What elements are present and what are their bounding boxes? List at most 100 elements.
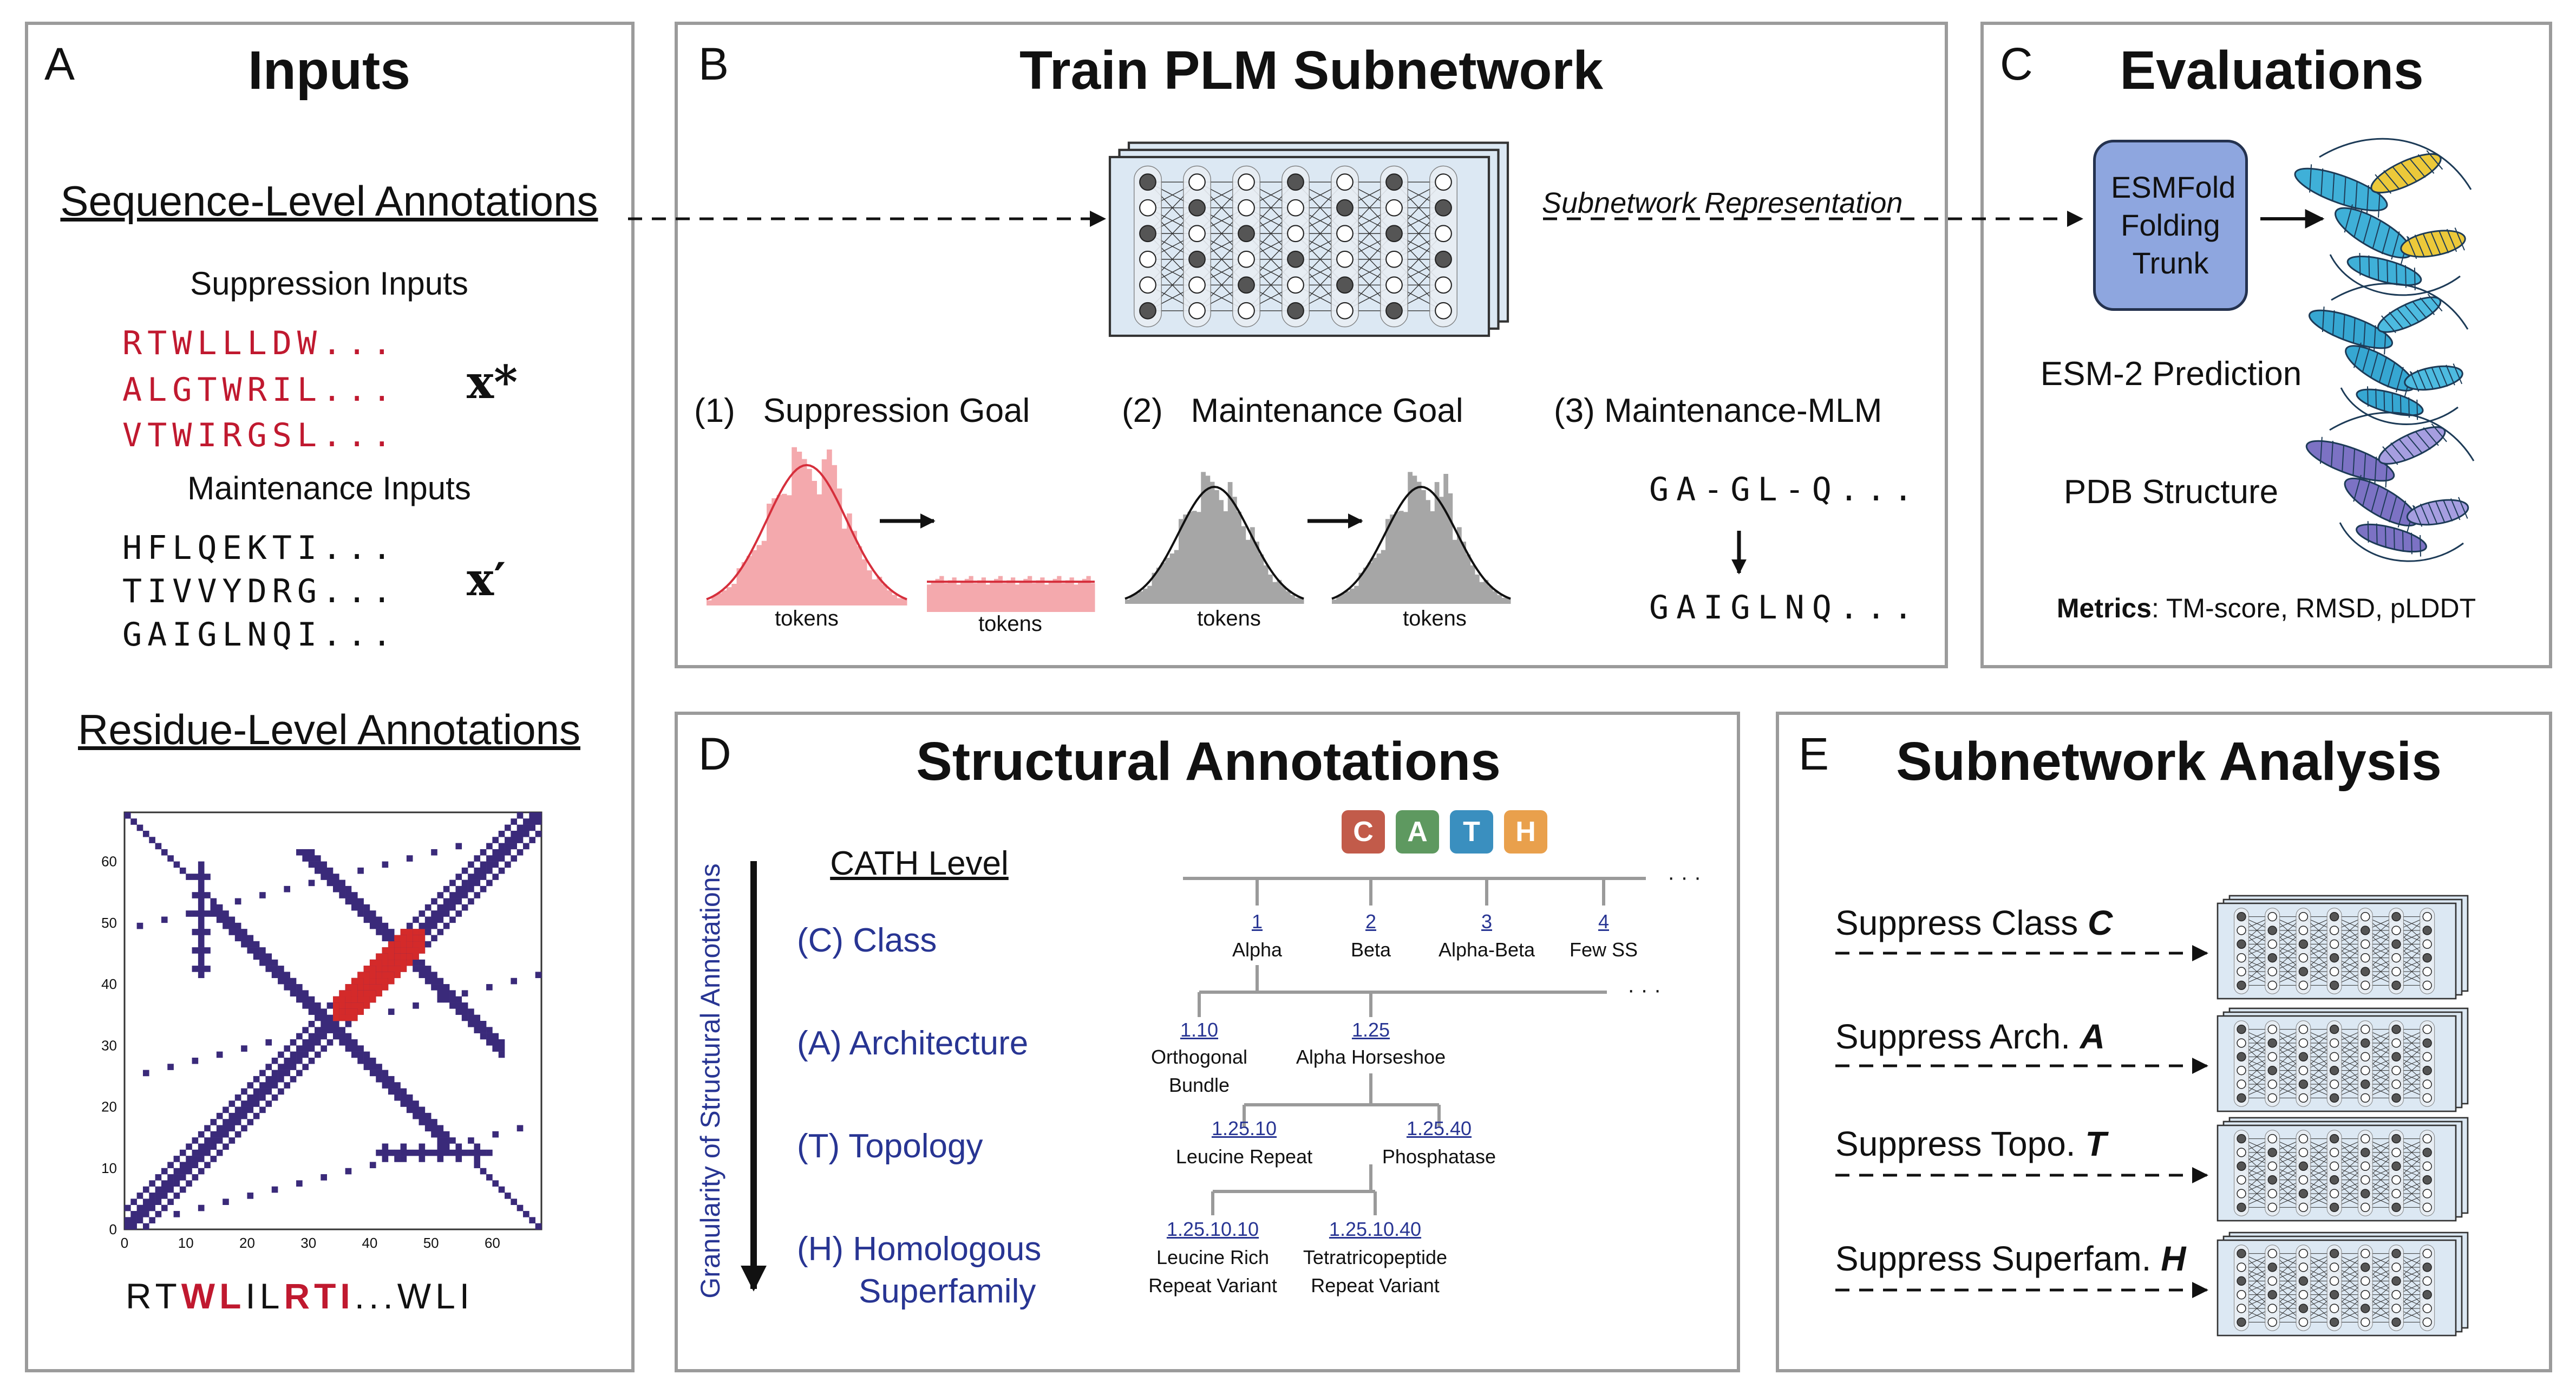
suppress-topo-label: Suppress Topo. T	[1835, 1126, 2106, 1161]
suppress-topo-level: T	[2085, 1124, 2107, 1163]
maintenance-after	[1331, 472, 1511, 604]
maintenance-symbol: x′	[467, 552, 506, 606]
esm2-prediction-label: ESM-2 Prediction	[2040, 355, 2302, 393]
pdb-structure	[2305, 412, 2475, 562]
tokens-label-4: tokens	[1403, 607, 1467, 630]
panel-e-title: Subnetwork Analysis	[1896, 731, 2442, 792]
panel-b-title: Train PLM Subnetwork	[1019, 40, 1603, 101]
maintenance-seq-2: TIVVYDRG...	[122, 572, 397, 610]
contact-map-x-tick: 10	[178, 1235, 194, 1251]
contact-map-y-tick: 0	[109, 1221, 117, 1237]
suppression-inputs-label: Suppression Inputs	[190, 265, 468, 302]
panel-a-letter: A	[44, 38, 75, 89]
mlm-masked-sequence: GA-GL-Q...	[1649, 471, 1921, 509]
residue-sequence: RTWLILRTI...WLI	[126, 1278, 474, 1314]
arch-1-name-2: Bundle	[1168, 1074, 1230, 1096]
contact-map-y-tick: 20	[101, 1099, 117, 1115]
panel-d-title: Structural Annotations	[916, 731, 1501, 792]
residue-part-3: IL	[245, 1276, 284, 1316]
panel-c-title: Evaluations	[2120, 40, 2424, 101]
contact-map-x-tick: 30	[300, 1235, 316, 1251]
panel-c	[1980, 22, 2552, 668]
contact-map: 00 10 10 20 20 30 30 40 40 50 50 60 60	[101, 811, 542, 1251]
panel-a-title: Inputs	[248, 40, 410, 101]
maintenance-seq-1: HFLQEKTI...	[122, 529, 397, 567]
suppress-arch-level: A	[2080, 1017, 2105, 1056]
sf-1-name: Leucine Rich	[1156, 1246, 1270, 1268]
contact-map-y-tick: 60	[101, 854, 117, 870]
sf-2-code: 1.25.10.40	[1329, 1218, 1422, 1240]
suppression-seq-1: RTWLLLDW...	[122, 324, 397, 362]
subnetwork-icon-2	[2217, 1007, 2469, 1112]
cath-letter-c: C	[1342, 810, 1385, 854]
contact-map-y-tick: 40	[101, 976, 117, 992]
maintenance-before	[1124, 472, 1304, 604]
suppress-arch-text: Suppress Arch.	[1835, 1017, 2080, 1056]
metrics-line: Metrics: TM-score, RMSD, pLDDT	[2057, 595, 2476, 622]
contact-map-y-tick: 50	[101, 915, 117, 931]
mlm-filled-sequence: GAIGLNQ...	[1649, 589, 1921, 627]
subnetwork-rows	[1835, 895, 2469, 1337]
suppress-class-text: Suppress Class	[1835, 903, 2088, 942]
contact-map-x-tick: 60	[485, 1235, 500, 1251]
cath-letter-a: A	[1396, 810, 1439, 854]
panel-d	[675, 712, 1740, 1372]
goal-suppression: (1) Suppression Goal	[694, 392, 1030, 429]
residue-part-2: WL	[181, 1276, 246, 1316]
suppression-seq-3: VTWIRGSL...	[122, 416, 397, 454]
maintenance-seq-3: GAIGLNQI...	[122, 616, 397, 654]
class-2-code: 2	[1365, 910, 1377, 933]
contact-map-y-tick: 10	[101, 1160, 117, 1176]
cath-level-heading: CATH Level	[830, 845, 1009, 882]
residue-part-4: RTI	[284, 1276, 355, 1316]
panel-e-letter: E	[1799, 728, 1829, 779]
suppress-superfam-level: H	[2161, 1239, 2186, 1278]
distribution-plots	[706, 447, 1511, 612]
arch-1-code: 1.10	[1180, 1019, 1219, 1041]
neural-network-icon	[1108, 141, 1509, 337]
panel-b-letter: B	[698, 38, 729, 89]
sf-1-name-2: Repeat Variant	[1148, 1274, 1277, 1297]
class-1-name: Alpha	[1232, 939, 1283, 961]
suppression-before	[706, 447, 907, 605]
metrics-list: : TM-score, RMSD, pLDDT	[2151, 593, 2476, 623]
residue-level-heading: Residue-Level Annotations	[78, 706, 580, 753]
subnetwork-icon-1	[2217, 895, 2469, 1000]
suppression-symbol: x*	[467, 355, 518, 409]
contact-map-x-tick: 0	[121, 1235, 128, 1251]
granularity-axis-label: Granularity of Structural Annotations	[695, 863, 725, 1299]
contact-map-x-tick: 20	[239, 1235, 255, 1251]
class-4-code: 4	[1598, 910, 1610, 933]
panel-d-letter: D	[698, 728, 731, 779]
esm2-structure	[2308, 283, 2469, 425]
contact-map-x-tick: 50	[423, 1235, 439, 1251]
sf-2-name: Tetratricopeptide	[1303, 1246, 1448, 1268]
suppress-class-level: C	[2087, 903, 2113, 942]
class-2-name: Beta	[1350, 939, 1391, 961]
arch-1-name: Orthogonal	[1150, 1046, 1248, 1068]
pdb-structure-label: PDB Structure	[2063, 473, 2279, 511]
level-topology: (T) Topology	[797, 1128, 983, 1165]
suppression-seq-2: ALGTWRIL...	[122, 371, 397, 409]
suppress-superfam-label: Suppress Superfam. H	[1835, 1241, 2186, 1276]
contact-map-x-tick: 40	[362, 1235, 377, 1251]
sequence-level-heading: Sequence-Level Annotations	[60, 177, 598, 225]
tokens-label-2: tokens	[978, 612, 1042, 636]
suppress-superfam-text: Suppress Superfam.	[1835, 1239, 2161, 1278]
esmfold-trunk-label: ESMFold Folding Trunk	[2111, 170, 2236, 280]
class-3-code: 3	[1481, 910, 1493, 933]
level-homologous: (H) Homologous	[797, 1230, 1042, 1268]
sf-2-name-2: Repeat Variant	[1311, 1274, 1440, 1297]
cath-letter-t: T	[1450, 810, 1493, 854]
suppress-class-label: Suppress Class C	[1835, 906, 2113, 940]
metrics-bold: Metrics	[2056, 593, 2152, 623]
goal-maintenance-mlm: (3) Maintenance-MLM	[1554, 392, 1882, 429]
level-superfamily: Superfamily	[859, 1273, 1036, 1310]
topo-2-code: 1.25.40	[1406, 1117, 1472, 1139]
sf-1-code: 1.25.10.10	[1166, 1218, 1259, 1240]
cath-letter-h: H	[1504, 810, 1547, 854]
esmfold-trunk-box: ESMFold Folding Trunk	[2093, 140, 2248, 311]
subnetwork-representation-label: Subnetwork Representation	[1542, 187, 1903, 219]
contact-map-y-tick: 30	[101, 1037, 117, 1053]
